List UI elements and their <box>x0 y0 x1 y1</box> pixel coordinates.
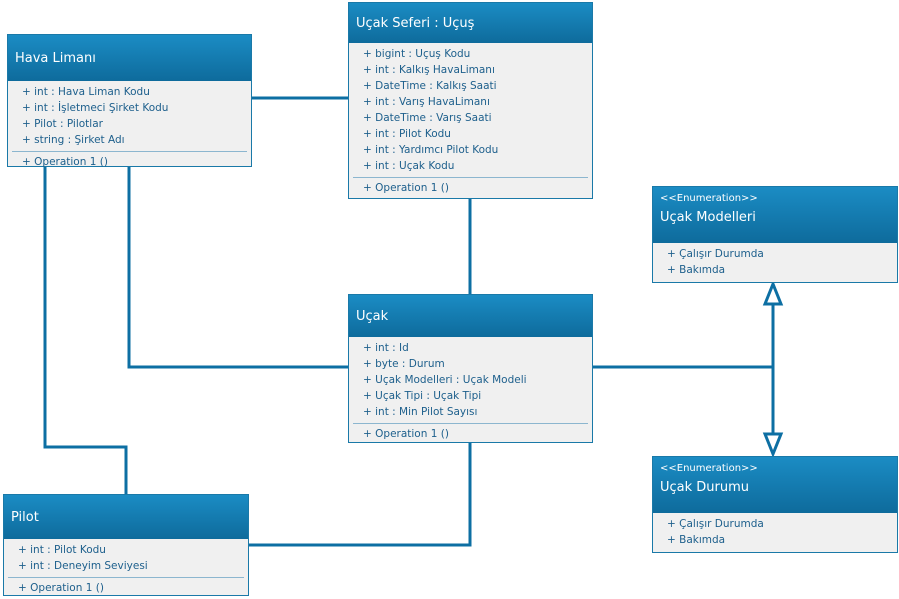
enum-literal: + Çalışır Durumda <box>667 518 764 530</box>
attribute: + int : Kalkış HavaLimanı <box>363 64 495 76</box>
attribute: + int : Deneyim Seviyesi <box>18 560 148 572</box>
attribute: + Pilot : Pilotlar <box>22 118 103 130</box>
class-ucak[interactable]: Uçak + int : Id + byte : Durum + Uçak Mo… <box>348 294 593 443</box>
class-body: + Çalışır Durumda + Bakımda <box>653 513 897 550</box>
class-header: Hava Limanı <box>8 35 251 81</box>
attribute: + byte : Durum <box>363 358 445 370</box>
attribute: + Uçak Tipi : Uçak Tipi <box>363 390 482 402</box>
attribute: + int : Yardımcı Pilot Kodu <box>363 144 499 156</box>
class-name: Hava Limanı <box>15 50 96 66</box>
attribute: + DateTime : Varış Saati <box>363 112 492 124</box>
attribute: + int : Pilot Kodu <box>18 544 106 556</box>
class-name: Uçak Modelleri <box>660 210 756 225</box>
class-hava-limani[interactable]: Hava Limanı + int : Hava Liman Kodu + in… <box>7 34 252 168</box>
class-name: Uçak Durumu <box>660 480 750 495</box>
attribute: + int : Uçak Kodu <box>363 160 455 172</box>
operation: + Operation 1 () <box>363 182 449 194</box>
class-name: Uçak Seferi : Uçuş <box>356 15 475 31</box>
connector-havalimani-ucak <box>127 166 350 369</box>
enum-ucak-durumu[interactable]: <<Enumeration>> Uçak Durumu + Çalışır Du… <box>652 456 898 553</box>
attribute: + int : İşletmeci Şirket Kodu <box>22 102 169 114</box>
class-body: + Çalışır Durumda + Bakımda <box>653 243 897 280</box>
enum-literal: + Bakımda <box>667 534 726 546</box>
attribute: + string : Şirket Adı <box>22 134 125 146</box>
attribute: + int : Hava Liman Kodu <box>22 86 150 98</box>
class-body: + int : Hava Liman Kodu + int : İşletmec… <box>8 81 251 172</box>
generalization-arrow-ucak-durumu <box>762 432 784 459</box>
divider <box>12 151 247 152</box>
attribute: + int : Id <box>363 342 409 354</box>
enum-literal: + Çalışır Durumda <box>667 248 764 260</box>
divider <box>353 177 588 178</box>
connector-havalimani-pilot <box>43 166 128 495</box>
operation: + Operation 1 () <box>22 156 108 168</box>
attribute: + Uçak Modelleri : Uçak Modeli <box>363 374 527 386</box>
class-ucak-seferi[interactable]: Uçak Seferi : Uçuş + bigint : Uçuş Kodu … <box>348 2 593 199</box>
attribute: + bigint : Uçuş Kodu <box>363 48 471 60</box>
class-header: Uçak <box>349 295 592 337</box>
class-pilot[interactable]: Pilot + int : Pilot Kodu + int : Deneyim… <box>3 494 249 596</box>
class-body: + int : Pilot Kodu + int : Deneyim Seviy… <box>4 539 248 598</box>
class-header: Uçak Seferi : Uçuş <box>349 3 592 43</box>
class-body: + bigint : Uçuş Kodu + int : Kalkış Hava… <box>349 43 592 198</box>
stereotype-label: <<Enumeration>> <box>660 193 758 204</box>
class-body: + int : Id + byte : Durum + Uçak Modelle… <box>349 337 592 444</box>
divider <box>8 577 244 578</box>
attribute: + int : Min Pilot Sayısı <box>363 406 478 418</box>
class-header: <<Enumeration>> Uçak Modelleri <box>653 187 897 243</box>
enum-ucak-modelleri[interactable]: <<Enumeration>> Uçak Modelleri + Çalışır… <box>652 186 898 283</box>
class-name: Uçak <box>356 308 389 324</box>
attribute: + int : Pilot Kodu <box>363 128 451 140</box>
class-header: <<Enumeration>> Uçak Durumu <box>653 457 897 513</box>
generalization-arrow-ucak-modelleri <box>762 279 784 306</box>
attribute: + DateTime : Kalkış Saati <box>363 80 497 92</box>
enum-literal: + Bakımda <box>667 264 726 276</box>
class-header: Pilot <box>4 495 248 539</box>
operation: + Operation 1 () <box>18 582 104 594</box>
stereotype-label: <<Enumeration>> <box>660 463 758 474</box>
class-name: Pilot <box>11 509 39 525</box>
connector-ucak-pilot <box>248 442 472 547</box>
attribute: + int : Varış HavaLimanı <box>363 96 490 108</box>
divider <box>353 423 588 424</box>
operation: + Operation 1 () <box>363 428 449 440</box>
